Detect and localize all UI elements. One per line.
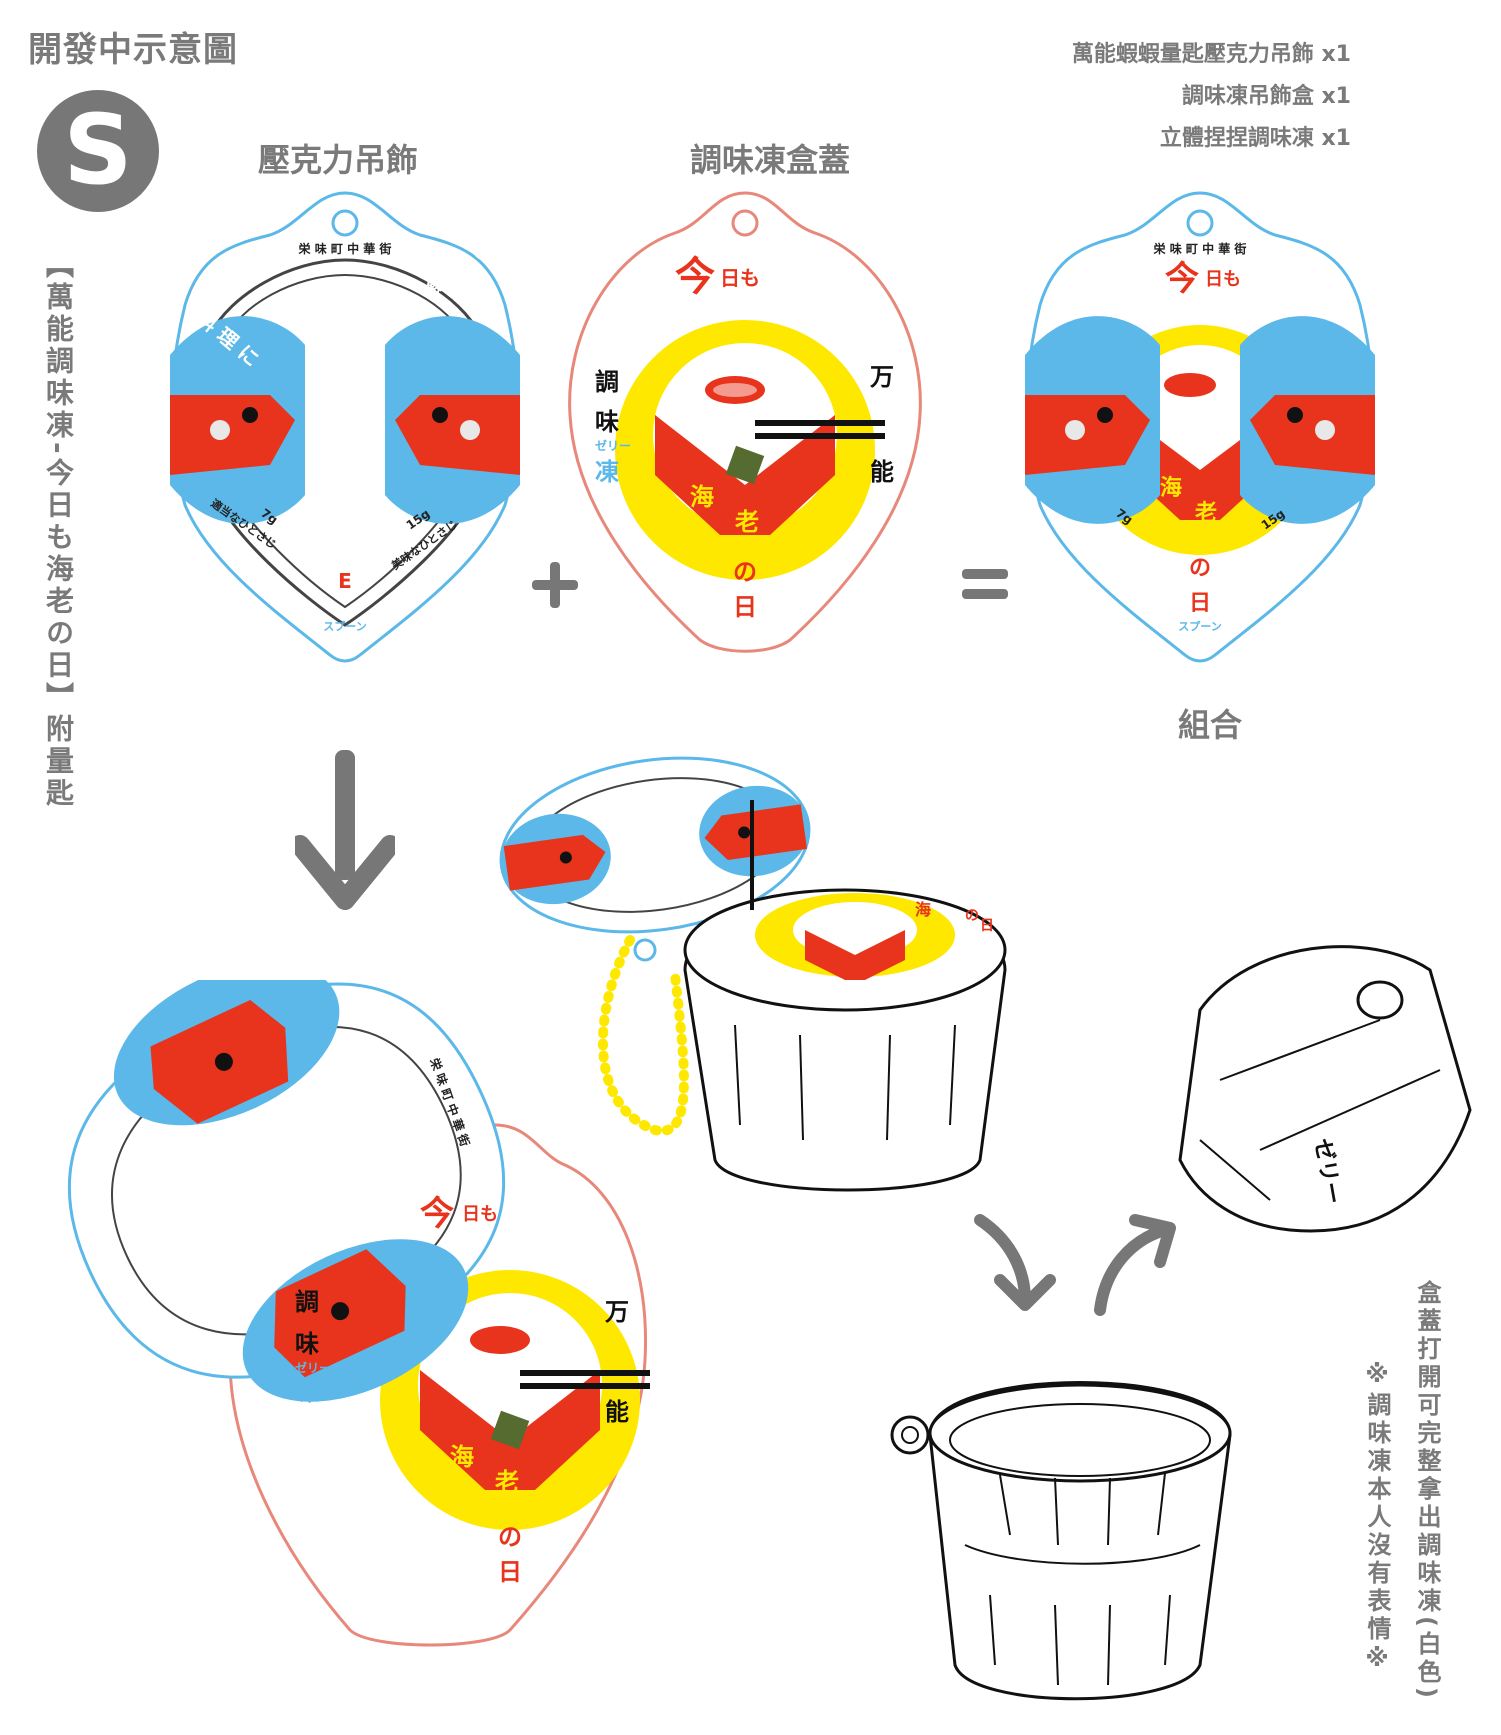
combined-label: 組合 [1177,706,1242,744]
exploded-wan: 万 [605,1298,629,1326]
spec-item: 萬能蝦蝦量匙壓克力吊飾 x1 [1071,42,1351,67]
acrylic-charm: 栄 味 町 中 華 街 料 理 に 餃 子 に 7g 15g 適当なひとさじ 美… [170,191,520,663]
lid-label: 調味凍盒蓋 [689,141,850,179]
combined-ri: 日 [1189,591,1211,616]
note-line-2: ※調味凍本人沒有表情※ [1363,1360,1391,1676]
lid-lao: 老 [735,508,759,536]
acrylic-charm-label: 壓克力吊飾 [257,141,418,179]
arrow-down-icon [295,750,395,910]
size-badge: S [37,90,159,212]
spec-item: 調味凍吊飾盒 x1 [1181,84,1351,109]
plus-icon [532,562,578,608]
lid-chou: 調 [595,368,619,396]
lid-neng: 能 [870,458,894,486]
exploded-hai: 海 [450,1443,474,1471]
curved-arrow-down-icon [974,1214,1056,1311]
exploded-chou: 調 [295,1288,319,1316]
charm-mark: E [338,569,352,593]
exploded-hi-mo: 日も [462,1204,498,1225]
exploded-lao: 老 [495,1468,519,1496]
combined-no: の [1189,556,1211,581]
charm-spoon-text: スプーン [323,619,366,633]
cup-lid-no: の [965,908,979,924]
exploded-neng: 能 [605,1398,629,1426]
lid-jelly: ゼリー [595,438,631,453]
spec-list: 萬能蝦蝦量匙壓克力吊飾 x1 調味凍吊飾盒 x1 立體捏捏調味凍 x1 [1072,36,1351,152]
note-line-1: 盒蓋打開可完整拿出調味凍(白色) [1413,1280,1441,1702]
exploded-dong: 凍 [295,1378,319,1406]
exploded-no: の [498,1523,522,1551]
lid-mi: 味 [595,408,619,436]
opened-cup-illustration: 海 の 日 [499,756,1007,1192]
page-title: 開發中示意圖 [28,30,238,70]
exploded-today: 今 [420,1194,454,1234]
exploded-view: 栄 味 町 中 華 街 今 日も 調 味 ゼリー 凍 万 能 海 老 の 日 [67,980,650,1647]
combined-charm: 栄 味 町 中 華 街 今 日も 海 老 の 日 7g 15g スプーン [1025,191,1375,663]
exploded-mi: 味 [295,1330,319,1358]
combined-top-arc: 栄 味 町 中 華 街 [1153,241,1247,256]
empty-cup [890,1381,1232,1701]
lid-no: の [733,558,757,586]
exploded-ri: 日 [498,1558,522,1586]
cup-lid-hai: 海 [915,900,931,919]
spec-item: 立體捏捏調味凍 x1 [1159,126,1351,151]
combined-today: 今 [1165,259,1199,299]
seasoning-lid: 今 日も 調 味 ゼリー 凍 万 能 海 老 の 日 [568,191,922,653]
cup-lid-ri: 日 [980,918,994,934]
lid-today: 今 [675,254,715,300]
curved-arrow-up-icon [1094,1214,1176,1316]
exploded-jelly: ゼリー [295,1360,331,1375]
combined-spoon-text: スプーン [1178,619,1221,633]
combined-hai: 海 [1160,475,1182,501]
side-title: 【萬能調味凍-今日も海老の日】附量匙 [42,250,75,810]
combined-hi-mo: 日も [1205,269,1241,290]
jelly-block: ゼリー [1178,945,1472,1233]
equals-icon [962,569,1008,599]
lid-wan: 万 [870,363,894,391]
lid-hai: 海 [690,483,714,511]
charm-top-arc: 栄 味 町 中 華 街 [298,241,392,256]
combined-lao: 老 [1194,501,1217,526]
lid-dong: 凍 [595,458,619,486]
lid-ri: 日 [733,593,757,621]
lid-hi-mo: 日も [720,266,760,290]
